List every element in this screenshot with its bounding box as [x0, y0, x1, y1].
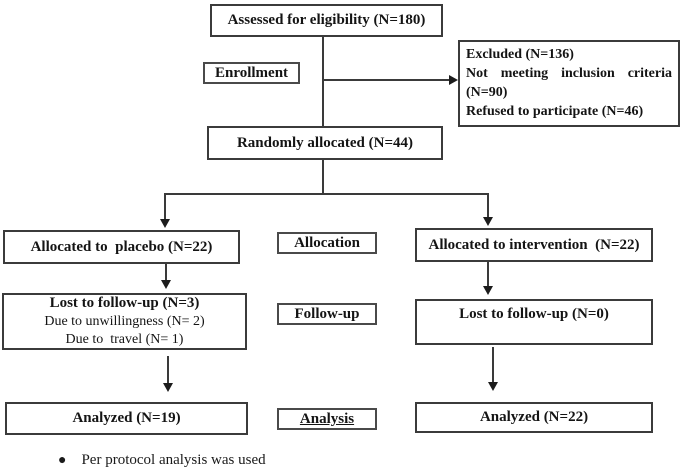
- arrowhead-intervention-icon: [483, 217, 493, 226]
- connector-randomized-to-branch: [322, 160, 324, 195]
- connector-right-followup-to-analyzed: [492, 347, 494, 383]
- connector-assessed-to-randomized: [322, 37, 324, 126]
- followup-label-text: Follow-up: [294, 305, 360, 322]
- right-analyzed-text: Analyzed (N=22): [479, 409, 589, 425]
- branch-horizontal-line: [164, 193, 489, 195]
- analysis-label-text: Analysis: [299, 410, 355, 427]
- left-lost-reason-travel: Due to travel (N= 1): [65, 332, 184, 347]
- allocated-intervention-text: Allocated to intervention (N=22): [428, 236, 640, 253]
- right-lost-followup-box: Lost to follow-up (N=0): [415, 299, 653, 345]
- footnote: ● Per protocol analysis was used: [58, 452, 266, 469]
- arrowhead-excluded-icon: [449, 75, 458, 85]
- footnote-text: Per protocol analysis was used: [81, 452, 266, 468]
- excluded-refused-text: Refused to participate (N=46): [466, 104, 644, 119]
- bullet-icon: ●: [58, 452, 67, 468]
- analysis-stage-label: Analysis: [277, 408, 377, 430]
- arrowhead-right-followup-icon: [483, 286, 493, 295]
- arrowhead-left-followup-icon: [161, 280, 171, 289]
- arrowhead-right-analyzed-icon: [488, 382, 498, 391]
- enrollment-label-text: Enrollment: [214, 64, 289, 81]
- allocated-placebo-text: Allocated to placebo (N=22): [30, 238, 213, 255]
- right-analyzed-box: Analyzed (N=22): [415, 402, 653, 433]
- arrowhead-left-analyzed-icon: [163, 383, 173, 392]
- connector-to-excluded: [323, 79, 449, 81]
- assessed-eligibility-text: Assessed for eligibility (N=180): [227, 12, 426, 28]
- allocation-stage-label: Allocation: [277, 232, 377, 254]
- assessed-eligibility-box: Assessed for eligibility (N=180): [210, 4, 443, 37]
- allocated-placebo-box: Allocated to placebo (N=22): [3, 230, 240, 264]
- allocated-intervention-box: Allocated to intervention (N=22): [415, 228, 653, 262]
- connector-branch-to-placebo: [164, 193, 166, 220]
- connector-left-followup-to-analyzed: [167, 356, 169, 384]
- left-analyzed-box: Analyzed (N=19): [5, 402, 248, 435]
- arrowhead-placebo-icon: [160, 219, 170, 228]
- randomly-allocated-box: Randomly allocated (N=44): [207, 126, 443, 160]
- allocation-label-text: Allocation: [294, 234, 360, 251]
- enrollment-stage-label: Enrollment: [203, 62, 300, 84]
- connector-branch-to-intervention: [487, 193, 489, 218]
- left-lost-reason-unwillingness: Due to unwillingness (N= 2): [44, 314, 205, 329]
- excluded-inclusion-criteria-text: Not meeting inclusion criteria (N=90): [466, 66, 672, 100]
- left-lost-followup-box: Lost to follow-up (N=3) Due to unwilling…: [2, 293, 247, 350]
- excluded-box: Excluded (N=136) Not meeting inclusion c…: [458, 40, 680, 127]
- connector-placebo-to-followup: [165, 264, 167, 281]
- left-analyzed-text: Analyzed (N=19): [72, 410, 181, 426]
- followup-stage-label: Follow-up: [277, 303, 377, 325]
- right-lost-followup-text: Lost to follow-up (N=0): [459, 306, 609, 322]
- connector-intervention-to-followup: [487, 262, 489, 287]
- randomly-allocated-text: Randomly allocated (N=44): [236, 134, 414, 151]
- excluded-total-text: Excluded (N=136): [466, 47, 574, 62]
- left-lost-followup-title: Lost to follow-up (N=3): [49, 295, 200, 311]
